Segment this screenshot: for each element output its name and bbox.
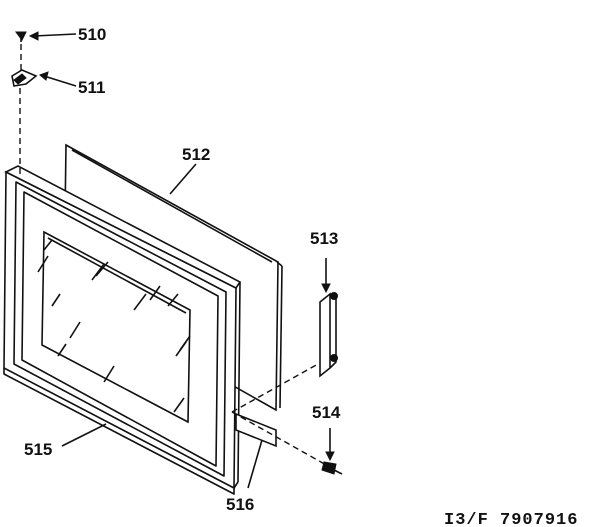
label-511: 511: [78, 78, 105, 97]
glass-reflection-marks: [37, 239, 191, 413]
screw-514: [321, 428, 343, 475]
reference-code: I3/F 7907916: [444, 511, 578, 527]
label-513: 513: [310, 229, 338, 248]
leader-lines: [28, 31, 197, 447]
label-515: 515: [24, 440, 52, 459]
label-510: 510: [78, 25, 106, 44]
label-514: 514: [312, 403, 341, 422]
frame-assembly-515: [3, 165, 242, 495]
screw-510: [15, 31, 27, 42]
bracket-511: [11, 69, 38, 87]
label-512: 512: [182, 145, 210, 164]
trim-strip-516: [235, 412, 277, 489]
label-516: 516: [226, 495, 254, 514]
assembly-guide-lines: [19, 44, 329, 467]
handle-513: [319, 258, 338, 378]
